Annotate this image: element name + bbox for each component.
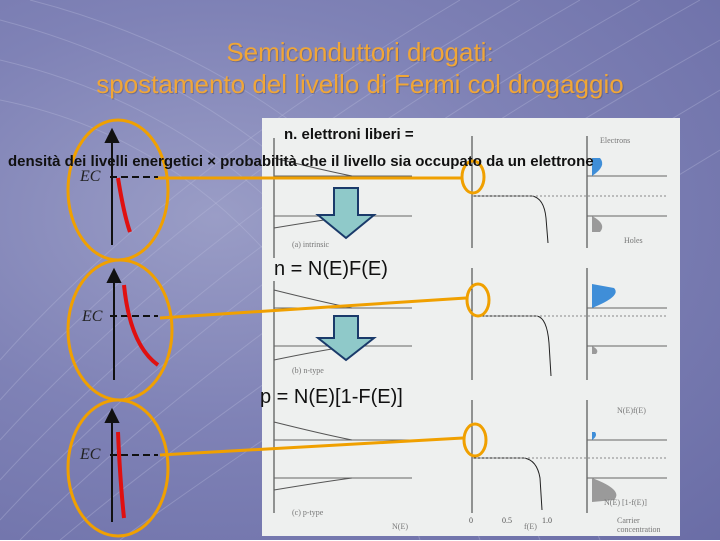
nfe-label: N(E)f(E) [617, 406, 646, 415]
formula-n: n = N(E)F(E) [272, 258, 390, 281]
red-curve-ntype [122, 284, 160, 367]
caption-intrinsic: (a) intrinsic [292, 240, 330, 249]
fE-label: f(E) [524, 522, 537, 531]
small-circle-2 [465, 282, 491, 318]
electrons-label: Electrons [600, 136, 631, 145]
slide-title-line2: spostamento del livello di Fermi col dro… [96, 69, 624, 99]
carrier-concentration-label: Carrier concentration [617, 516, 661, 534]
arrow-down-1 [315, 187, 377, 240]
caption-ntype: (b) n-type [292, 366, 324, 375]
tick-0-5: 0.5 [502, 516, 512, 525]
formula-p: p = N(E)[1-F(E)] [260, 386, 403, 408]
connector-3 [159, 436, 464, 457]
connector-2 [159, 296, 467, 320]
holes-label: Holes [624, 236, 643, 245]
ec-label-2: EC [82, 308, 103, 325]
circle-ptype [66, 398, 170, 538]
header-line1: n. elettroni liberi = [284, 126, 414, 143]
band-diagram-figure: 0 0.5 1.0 (a) intrinsic (b) n-type (c) p… [262, 118, 680, 536]
nE-label: N(E) [392, 522, 408, 531]
arrow-down-2 [315, 315, 377, 362]
red-curve-intrinsic [116, 177, 132, 233]
ec-label-3: EC [80, 446, 101, 463]
slide-title-line1: Semiconduttori drogati: [226, 37, 494, 67]
header-line2: densità dei livelli energetici × probabi… [8, 153, 594, 170]
n1fe-label: N(E) [1-f(E)] [604, 498, 647, 507]
caption-ptype: (c) p-type [292, 508, 324, 517]
ec-label-1: EC [80, 168, 101, 185]
tick-0: 0 [469, 516, 473, 525]
red-curve-ptype [116, 431, 126, 519]
small-circle-3 [462, 422, 488, 458]
tick-1-0: 1.0 [542, 516, 552, 525]
